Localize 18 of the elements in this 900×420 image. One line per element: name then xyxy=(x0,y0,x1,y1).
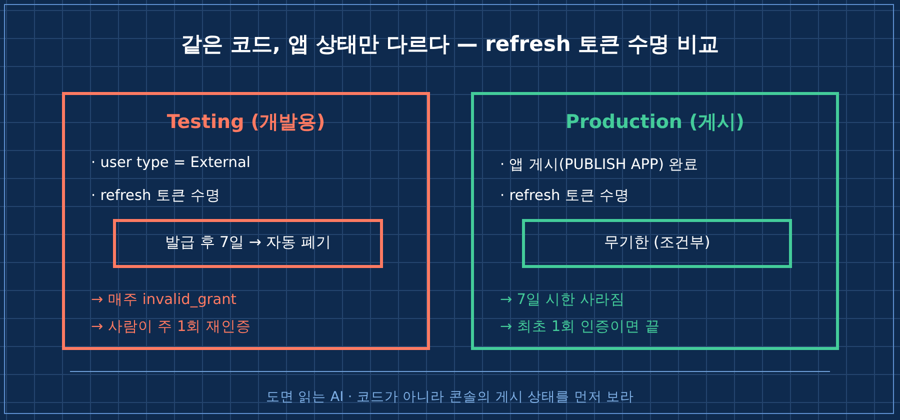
bullet-text: · 앱 게시(PUBLISH APP) 완료 xyxy=(500,156,699,174)
title: 같은 코드, 앱 상태만 다르다 — refresh 토큰 수명 비교 xyxy=(180,31,720,58)
panel xyxy=(62,92,430,350)
result-box xyxy=(113,219,383,268)
result-note: → 최초 1회 인증이면 끝 xyxy=(500,318,660,336)
bullet-text: · refresh 토큰 수명 xyxy=(91,187,220,205)
bullet-text: · user type = External xyxy=(91,155,250,171)
result-box xyxy=(522,219,792,268)
result-note: → 매주 invalid_grant xyxy=(91,291,236,309)
bullet-text: · refresh 토큰 수명 xyxy=(500,187,630,205)
panel xyxy=(471,92,839,350)
panel-heading: Production (게시) xyxy=(564,110,746,135)
result-text: 발급 후 7일 → 자동 폐기 xyxy=(164,233,332,252)
panel-heading: Testing (개발용) xyxy=(166,110,326,135)
result-text: 무기한 (조건부) xyxy=(602,233,712,252)
caption: 도면 읽는 AI · 코드가 아니라 콘솔의 게시 상태를 먼저 보라 xyxy=(264,388,636,406)
result-note: → 7일 시한 사라짐 xyxy=(500,291,626,309)
result-note: → 사람이 주 1회 재인증 xyxy=(91,318,251,336)
